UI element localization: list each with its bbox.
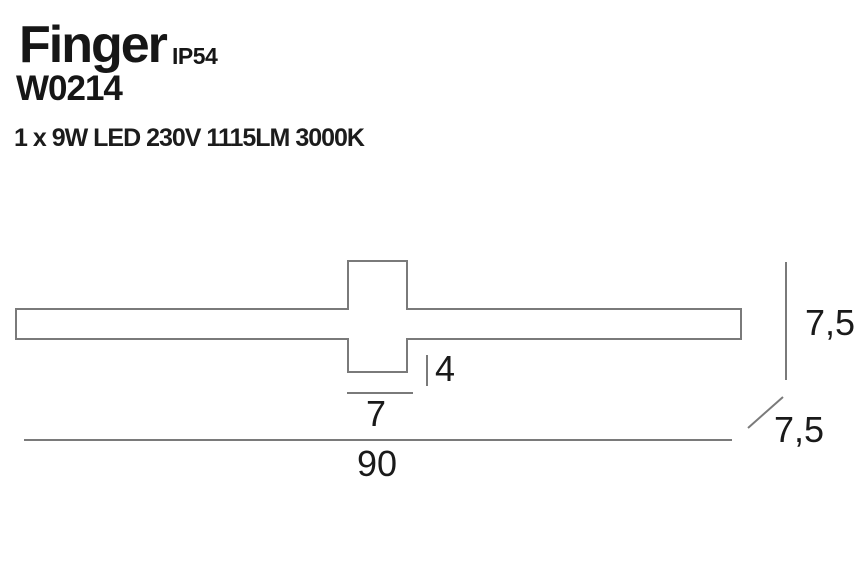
ip-rating: IP54 — [172, 43, 218, 69]
product-specs: 1 x 9W LED 230V 1115LM 3000K — [14, 124, 365, 152]
dim-line-fixture-depth — [747, 396, 784, 429]
dim-label-mount-width: 7 — [366, 393, 387, 434]
product-title: Finger — [19, 16, 168, 74]
dim-label-fixture-height: 7,5 — [805, 302, 856, 343]
lamp-front-outline — [15, 260, 742, 373]
dim-label-mount-height: 4 — [435, 348, 456, 389]
dim-label-fixture-depth: 7,5 — [774, 409, 825, 450]
dim-label-total-width: 90 — [357, 443, 398, 484]
product-model: W0214 — [16, 69, 123, 108]
